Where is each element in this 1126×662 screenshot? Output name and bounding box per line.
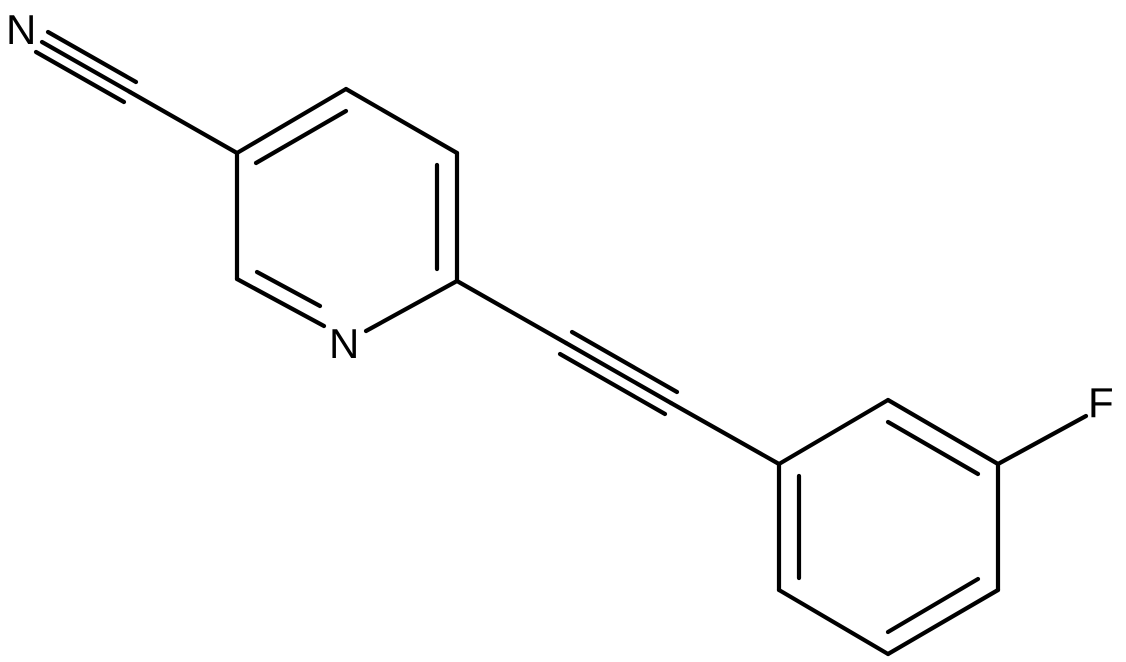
- ring-bond: [234, 86, 349, 156]
- alkyne-bond-line: [557, 351, 668, 417]
- alkyne-bond-line: [563, 340, 674, 406]
- fluorine-label: F: [1088, 379, 1114, 426]
- ring-to-alkyne-bond: [454, 278, 569, 346]
- alkyne-bond-line: [569, 329, 680, 395]
- ring-bond: [234, 276, 327, 329]
- ring-bond: [776, 587, 891, 657]
- nitrile-bond-line: [39, 39, 133, 95]
- nitrile-nitrogen-label: N: [6, 6, 36, 53]
- nitrile-to-ring-bond: [127, 89, 240, 156]
- nitrile-bond-line: [45, 29, 139, 85]
- ring-bond: [776, 397, 891, 467]
- fluorophenyl-ring: [776, 397, 1001, 657]
- nitrile-triple-bond: [33, 29, 139, 105]
- alkyne-to-phenyl-bond: [668, 400, 782, 467]
- ring-bond-inner: [885, 419, 981, 477]
- alkyne-triple-bond: [557, 329, 680, 417]
- ring-bond: [363, 278, 460, 334]
- ring-bond-inner: [885, 576, 981, 635]
- ring-bond: [343, 86, 460, 156]
- nitrile-bond-line: [33, 49, 127, 105]
- ring-bond: [885, 397, 1001, 467]
- carbon-fluorine-bond: [995, 413, 1089, 467]
- ring-bond-inner: [253, 108, 349, 166]
- pyridine-ring: [234, 86, 460, 334]
- pyridine-nitrogen-label: N: [329, 320, 359, 367]
- ring-bond: [885, 587, 1001, 657]
- ring-bond-inner: [254, 269, 323, 309]
